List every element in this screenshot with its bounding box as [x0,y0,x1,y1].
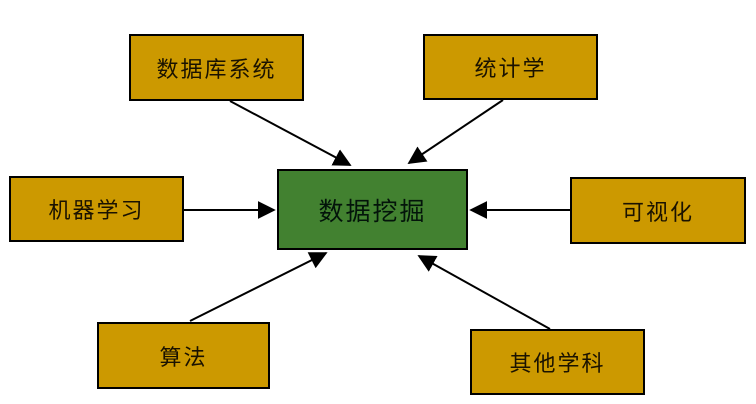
node-statistics: 统计学 [423,34,598,100]
arrow-database-systems-to-center [229,100,352,166]
node-other-disciplines: 其他学科 [470,329,645,395]
node-other-disciplines-label: 其他学科 [509,352,606,377]
arrow-algorithms-to-center [189,252,328,322]
node-machine-learning-label: 机器学习 [48,199,145,224]
arrow-statistics-to-center [407,99,504,165]
node-data-mining-label: 数据挖掘 [318,196,427,226]
node-database-systems-label: 数据库系统 [156,57,277,83]
node-algorithms-label: 算法 [159,345,208,371]
node-statistics-label: 统计学 [474,57,547,82]
arrow-other-disciplines-to-center [417,255,551,330]
node-algorithms: 算法 [97,322,270,389]
node-visualization-label: 可视化 [621,200,694,226]
node-machine-learning: 机器学习 [9,176,184,242]
node-data-mining-center: 数据挖掘 [277,169,468,250]
node-visualization: 可视化 [570,177,746,244]
node-database-systems: 数据库系统 [129,34,304,101]
